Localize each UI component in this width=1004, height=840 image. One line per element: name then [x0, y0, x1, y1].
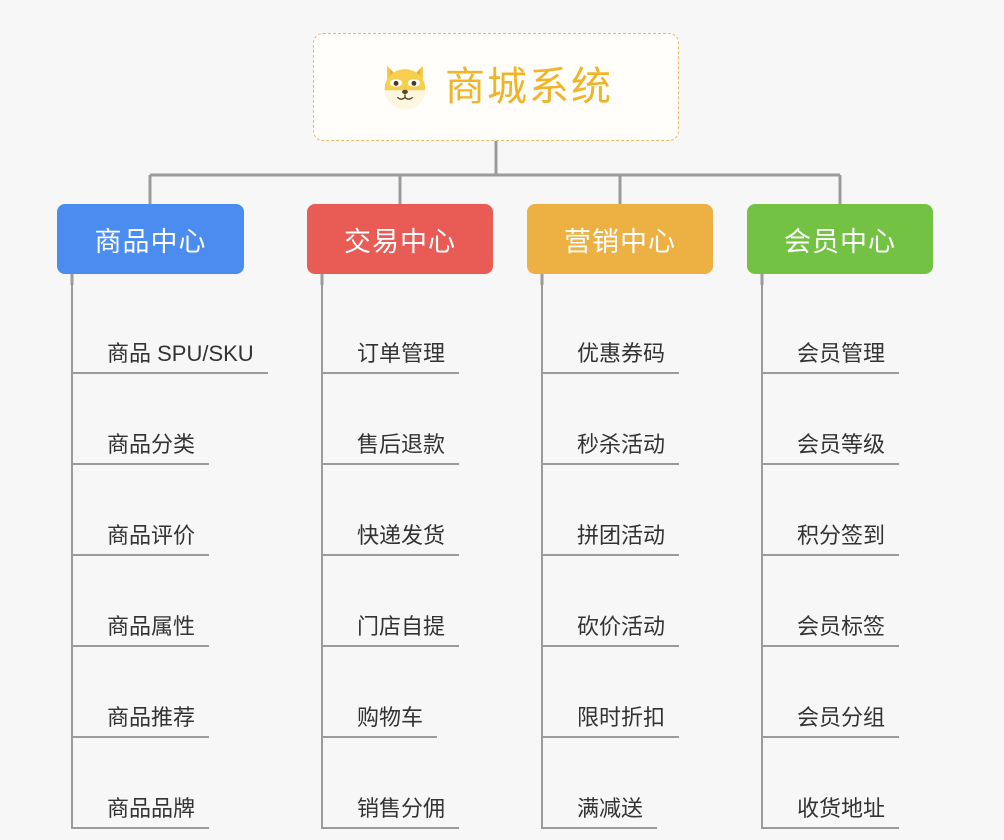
leaf-label: 商品属性 — [107, 614, 196, 639]
category-box-2[interactable]: 交易中心 — [307, 204, 493, 274]
leaf-label: 售后退款 — [357, 432, 446, 457]
leaf-underline — [71, 827, 210, 829]
leaf-label: 会员等级 — [797, 432, 886, 457]
leaf-underline — [71, 736, 210, 738]
leaf-label: 会员分组 — [797, 705, 886, 730]
category-label: 营销中心 — [564, 226, 676, 257]
leaf-label: 商品推荐 — [107, 705, 196, 730]
leaf-underline — [321, 372, 460, 374]
leaf-item[interactable]: 秒杀活动 — [541, 374, 680, 465]
branch-spine — [761, 283, 763, 829]
leaf-underline — [761, 827, 900, 829]
leaf-item[interactable]: 购物车 — [321, 647, 445, 738]
branch-spine — [71, 283, 73, 829]
leaf-item[interactable]: 会员等级 — [761, 374, 900, 465]
leaf-underline — [541, 463, 680, 465]
leaf-underline — [761, 554, 900, 556]
leaf-item[interactable]: 商品 SPU/SKU — [71, 283, 268, 374]
leaf-item[interactable]: 限时折扣 — [541, 647, 680, 738]
leaf-item[interactable]: 商品属性 — [71, 556, 254, 647]
leaf-label: 优惠券码 — [577, 341, 666, 366]
leaf-label: 会员标签 — [797, 614, 886, 639]
category-box-4[interactable]: 会员中心 — [747, 204, 933, 274]
leaf-label: 销售分佣 — [357, 796, 446, 821]
leaf-underline — [71, 645, 210, 647]
category-label: 商品中心 — [94, 226, 207, 257]
leaf-underline — [541, 827, 658, 829]
branch-column-3: 优惠券码秒杀活动拼团活动砍价活动限时折扣满减送 — [541, 283, 680, 829]
leaf-underline — [541, 736, 680, 738]
leaf-item[interactable]: 售后退款 — [321, 374, 460, 465]
leaf-item[interactable]: 快递发货 — [321, 465, 460, 556]
leaf-item[interactable]: 拼团活动 — [541, 465, 680, 556]
leaf-label: 商品分类 — [107, 432, 196, 457]
leaf-underline — [761, 463, 900, 465]
root-node[interactable]: 商城系统 — [313, 33, 679, 141]
leaf-label: 满减送 — [577, 796, 644, 821]
leaf-label: 购物车 — [357, 705, 424, 730]
leaf-item[interactable]: 积分签到 — [761, 465, 900, 556]
leaf-item[interactable]: 商品评价 — [71, 465, 254, 556]
leaf-underline — [761, 736, 900, 738]
leaf-item[interactable]: 商品品牌 — [71, 738, 254, 829]
leaf-underline — [541, 372, 680, 374]
leaf-label: 拼团活动 — [577, 523, 666, 548]
leaf-item[interactable]: 满减送 — [541, 738, 665, 829]
leaf-item[interactable]: 门店自提 — [321, 556, 460, 647]
leaf-item[interactable]: 优惠券码 — [541, 283, 680, 374]
leaf-item[interactable]: 商品分类 — [71, 374, 254, 465]
leaf-item[interactable]: 销售分佣 — [321, 738, 460, 829]
leaf-underline — [321, 827, 460, 829]
leaf-underline — [321, 645, 460, 647]
category-box-3[interactable]: 营销中心 — [527, 204, 713, 274]
leaf-item[interactable]: 会员分组 — [761, 647, 900, 738]
branch-column-1: 商品 SPU/SKU 商品分类商品评价商品属性商品推荐商品品牌 — [71, 283, 268, 829]
leaf-underline — [71, 372, 268, 374]
leaf-label: 门店自提 — [357, 614, 446, 639]
leaf-underline — [761, 372, 900, 374]
leaf-label: 商品评价 — [107, 523, 196, 548]
leaf-underline — [761, 645, 900, 647]
leaf-label: 积分签到 — [797, 523, 886, 548]
leaf-label: 商品 SPU/SKU — [107, 341, 254, 366]
leaf-item[interactable]: 收货地址 — [761, 738, 900, 829]
leaf-underline — [71, 463, 210, 465]
shiba-dog-icon — [384, 65, 426, 110]
leaf-label: 砍价活动 — [577, 614, 666, 639]
leaf-item[interactable]: 会员管理 — [761, 283, 900, 374]
leaf-label: 秒杀活动 — [577, 432, 666, 457]
category-label: 会员中心 — [784, 226, 896, 257]
branch-spine — [321, 283, 323, 829]
leaf-underline — [541, 554, 680, 556]
root-title: 商城系统 — [445, 65, 613, 109]
leaf-label: 订单管理 — [357, 341, 446, 366]
leaf-label: 会员管理 — [797, 341, 886, 366]
leaf-underline — [321, 554, 460, 556]
leaf-label: 收货地址 — [797, 796, 886, 821]
branch-spine — [541, 283, 543, 829]
leaf-item[interactable]: 订单管理 — [321, 283, 460, 374]
leaf-underline — [71, 554, 210, 556]
category-label: 交易中心 — [344, 226, 456, 257]
leaf-label: 限时折扣 — [577, 705, 666, 730]
leaf-underline — [541, 645, 680, 647]
leaf-label: 商品品牌 — [107, 796, 196, 821]
category-box-1[interactable]: 商品中心 — [57, 204, 244, 274]
leaf-item[interactable]: 会员标签 — [761, 556, 900, 647]
branch-column-4: 会员管理会员等级积分签到会员标签会员分组收货地址 — [761, 283, 900, 829]
leaf-item[interactable]: 商品推荐 — [71, 647, 254, 738]
leaf-underline — [321, 736, 438, 738]
leaf-item[interactable]: 砍价活动 — [541, 556, 680, 647]
branch-column-2: 订单管理售后退款快递发货门店自提购物车销售分佣 — [321, 283, 460, 829]
leaf-label: 快递发货 — [357, 523, 446, 548]
leaf-underline — [321, 463, 460, 465]
